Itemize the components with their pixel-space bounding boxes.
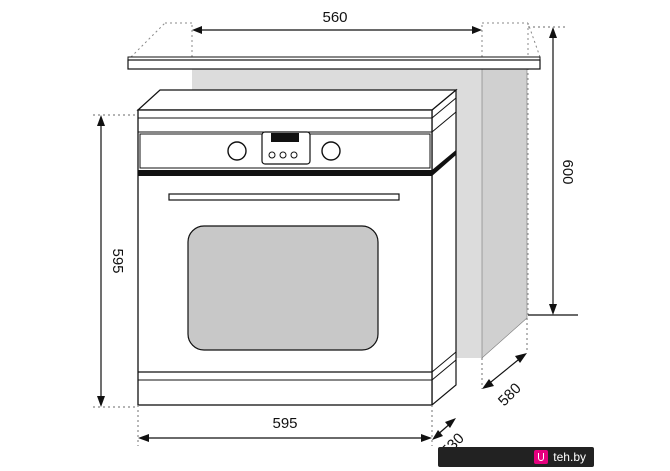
dimension-niche-height: [528, 26, 578, 316]
shopping-bag-icon: [534, 450, 549, 464]
label-niche-width: 560: [322, 9, 347, 26]
right-knob: [321, 141, 341, 161]
oven-bottom-side-line: [431, 351, 457, 373]
oven-bottom-side-line-2: [431, 359, 457, 381]
door-top-band: [138, 150, 456, 176]
display-button-1: [268, 151, 276, 159]
oven-side-bevel-2: [431, 111, 457, 133]
display-screen: [271, 133, 299, 142]
label-oven-width: 595: [272, 415, 297, 432]
niche-construction-lines: [130, 22, 541, 318]
oven-side-bevel: [431, 97, 457, 119]
oven-top: [136, 89, 458, 111]
oven-side: [431, 88, 457, 407]
oven: [136, 88, 458, 407]
display-button-2: [279, 151, 287, 159]
left-knob: [227, 141, 247, 161]
dimension-oven-height: [93, 114, 138, 408]
label-oven-height: 595: [109, 248, 126, 273]
dimension-niche-depth: [481, 318, 528, 389]
niche-side-panel: [481, 66, 528, 359]
oven-window: [187, 225, 379, 351]
watermark: teh.by: [438, 447, 594, 467]
dimension-oven-width: [137, 405, 433, 446]
label-niche-depth: 580: [495, 380, 525, 410]
label-niche-height: 600: [559, 159, 576, 184]
dimension-oven-depth: [432, 418, 456, 440]
countertop-front-face: [127, 59, 541, 70]
door-handle: [168, 193, 400, 201]
countertop: [127, 56, 541, 70]
display-button-3: [290, 151, 298, 159]
dimension-niche-width: [192, 26, 482, 34]
watermark-text: teh.by: [553, 450, 586, 464]
